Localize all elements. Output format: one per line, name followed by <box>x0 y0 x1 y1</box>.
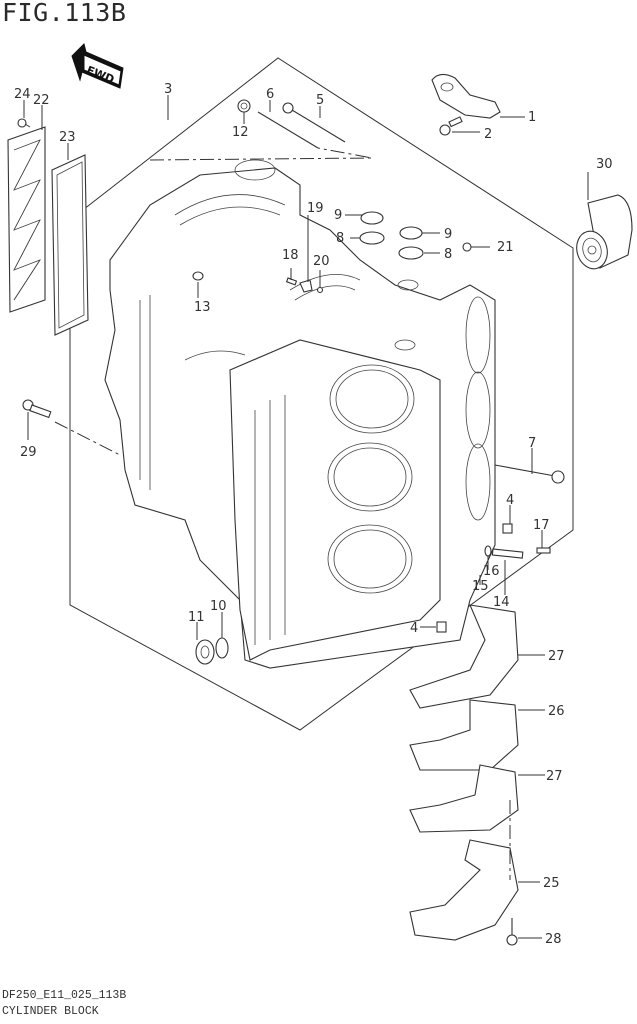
callout-12: 12 <box>232 125 249 140</box>
dowel-4a[interactable] <box>502 523 513 534</box>
cover-gasket[interactable] <box>51 154 89 336</box>
bolt-29[interactable] <box>22 399 52 419</box>
screw-17[interactable] <box>536 547 551 554</box>
callout-8a: 8 <box>336 231 344 246</box>
stud-bolt-6[interactable] <box>257 111 319 149</box>
cylinder-block[interactable] <box>104 159 496 669</box>
fwd-direction-badge: FWD <box>71 43 124 89</box>
bolt-24[interactable] <box>17 118 31 128</box>
o-ring-8b[interactable] <box>398 246 424 260</box>
dowel-4b[interactable] <box>436 621 447 633</box>
callout-15: 15 <box>472 579 489 594</box>
fitting-14[interactable] <box>491 548 524 559</box>
callout-19: 19 <box>307 201 324 216</box>
callout-23: 23 <box>59 130 76 145</box>
oil-filter[interactable] <box>573 194 633 272</box>
plate-26[interactable] <box>409 699 519 771</box>
callout-1: 1 <box>528 110 536 125</box>
callout-3: 3 <box>164 82 172 97</box>
callout-9b: 9 <box>444 227 452 242</box>
bolt-28[interactable] <box>506 918 518 946</box>
nut-12[interactable] <box>237 99 251 113</box>
callout-17: 17 <box>533 518 550 533</box>
callout-28: 28 <box>545 932 562 947</box>
figure-code: DF250_E11_025_113B <box>2 989 127 1002</box>
o-ring-20[interactable] <box>316 286 324 294</box>
dowel-13[interactable] <box>192 271 204 281</box>
callout-13: 13 <box>194 300 211 315</box>
callout-4b: 4 <box>410 621 418 636</box>
callout-18: 18 <box>282 248 299 263</box>
bolt-2[interactable] <box>439 116 463 136</box>
callout-29: 29 <box>20 445 37 460</box>
figure-name: CYLINDER BLOCK <box>2 1005 99 1018</box>
callout-27b: 27 <box>546 769 563 784</box>
callout-25: 25 <box>543 876 560 891</box>
callout-2: 2 <box>484 127 492 142</box>
assembly-boundary <box>69 57 574 731</box>
gasket-10[interactable] <box>215 637 229 659</box>
plug-21[interactable] <box>462 242 472 252</box>
callout-20: 20 <box>313 254 330 269</box>
callout-4a: 4 <box>506 493 514 508</box>
callout-16: 16 <box>483 564 500 579</box>
cover-25[interactable] <box>409 839 519 941</box>
leader-29-dash <box>54 421 121 456</box>
callout-24: 24 <box>14 87 31 102</box>
callout-7: 7 <box>528 436 536 451</box>
callout-10: 10 <box>210 599 227 614</box>
bolt-18[interactable] <box>285 277 298 286</box>
gasket-27a[interactable] <box>409 604 519 709</box>
callout-5: 5 <box>316 93 324 108</box>
plug-9b[interactable] <box>399 226 423 240</box>
bracket-19[interactable] <box>299 279 313 293</box>
callout-22: 22 <box>33 93 50 108</box>
stud-guide-dash <box>149 147 373 161</box>
bolt-7[interactable] <box>494 464 565 484</box>
plug-9a[interactable] <box>360 211 384 225</box>
leader-lines <box>23 95 589 939</box>
o-ring-8a[interactable] <box>359 231 385 245</box>
o-ring-16[interactable] <box>484 545 492 557</box>
callout-27a: 27 <box>548 649 565 664</box>
figure-title: FIG.113B <box>2 0 127 27</box>
callout-21: 21 <box>497 240 514 255</box>
callout-11: 11 <box>188 610 205 625</box>
callout-9a: 9 <box>334 208 342 223</box>
gasket-27b[interactable] <box>409 764 519 833</box>
callout-6: 6 <box>266 87 274 102</box>
callout-26: 26 <box>548 704 565 719</box>
callout-labels: 1 2 3 4 4 5 6 7 8 8 9 9 10 11 12 13 14 1… <box>14 82 613 947</box>
bracket-1[interactable] <box>431 73 501 119</box>
stud-bolt-5[interactable] <box>282 102 346 143</box>
side-cover-plate[interactable] <box>7 126 46 313</box>
callout-30: 30 <box>596 157 613 172</box>
callout-8b: 8 <box>444 247 452 262</box>
plug-11[interactable] <box>195 639 215 665</box>
callout-14: 14 <box>493 595 510 610</box>
